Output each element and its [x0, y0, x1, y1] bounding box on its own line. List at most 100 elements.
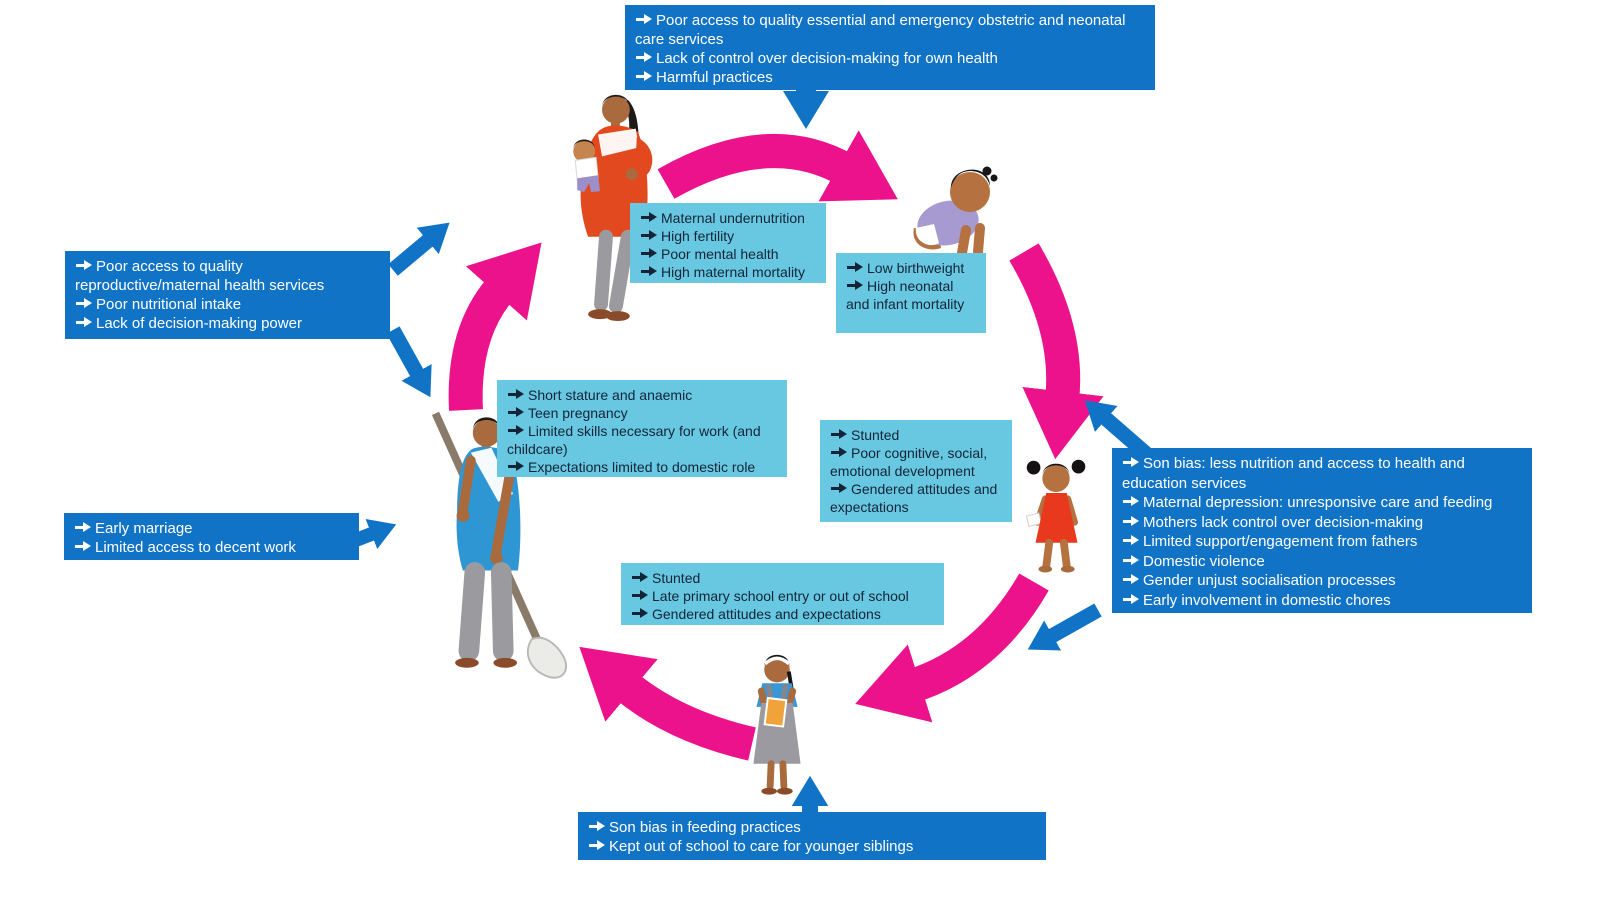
arrow-bullet-icon [507, 389, 524, 400]
bullet-text: Gendered attitudes and expectations [652, 606, 881, 622]
factor-arrow-left-up [388, 222, 450, 276]
bullet-text: Domestic violence [1143, 552, 1265, 570]
callout-childhood-environment: Son bias: less nutrition and access to h… [1112, 448, 1532, 613]
bullet-item: Son bias: less nutrition and access to h… [1122, 454, 1522, 493]
stage-adolescent-woman: Short stature and anaemic Teen pregnancy… [497, 380, 787, 477]
bullet-text: Poor access to quality reproductive/mate… [75, 258, 325, 294]
arrow-bullet-icon [507, 425, 524, 436]
cycle-arrow-infant-to-child [1009, 243, 1104, 460]
bullet-text: Son bias in feeding practices [609, 819, 801, 836]
arrow-bullet-icon [1122, 515, 1139, 527]
arrow-bullet-icon [640, 230, 657, 241]
cycle-arrow-adolescent-to-woman [448, 242, 542, 411]
arrow-bullet-icon [75, 298, 92, 309]
bullet-text: Late primary school entry or out of scho… [652, 588, 909, 604]
callout-marriage-work: Early marriage Limited access to decent … [64, 513, 359, 560]
factor-arrow-right-down [1027, 603, 1102, 651]
bullet-item: High maternal mortality [640, 263, 816, 281]
arrow-bullet-icon [830, 483, 847, 494]
bullet-item: Limited access to decent work [74, 538, 349, 557]
bullet-item: Expectations limited to domestic role [507, 458, 777, 476]
bullet-text: Stunted [851, 427, 900, 443]
crawling-baby-illustration [913, 166, 998, 258]
bullet-item: Gendered attitudes and expectations [830, 480, 1002, 516]
bullet-text: Low birthweight [867, 260, 965, 276]
bullet-item: Son bias in feeding practices [588, 818, 1036, 837]
arrow-bullet-icon [1122, 535, 1139, 546]
bullet-text: Son bias: less nutrition and access to h… [1122, 455, 1465, 492]
arrow-bullet-icon [846, 280, 863, 291]
bullet-item: Maternal depression: unresponsive care a… [1122, 493, 1522, 513]
bullet-text: High fertility [661, 228, 735, 244]
arrow-bullet-icon [1122, 496, 1139, 507]
stage-school-age-girl: Stunted Late primary school entry or out… [621, 563, 944, 625]
bullet-item: Limited support/engagement from fathers [1122, 532, 1522, 552]
factor-arrow-left-down [386, 326, 432, 398]
bullet-text: Harmful practices [656, 69, 773, 86]
arrow-bullet-icon [846, 262, 863, 273]
bullet-text: Kept out of school to care for younger s… [609, 838, 914, 855]
bullet-item: Lack of control over decision-making for… [635, 49, 1145, 68]
bullet-item: Poor access to quality reproductive/mate… [75, 257, 380, 295]
arrow-bullet-icon [1122, 574, 1139, 585]
bullet-item: Limited skills necessary for work (and c… [507, 422, 777, 458]
bullet-text: Early involvement in domestic chores [1143, 591, 1391, 609]
bullet-item: Poor access to quality essential and eme… [635, 11, 1145, 49]
bullet-text: Teen pregnancy [528, 405, 628, 421]
bullet-text: Lack of decision-making power [96, 315, 302, 332]
bullet-item: Poor nutritional intake [75, 295, 380, 314]
bullet-item: Kept out of school to care for younger s… [588, 837, 1036, 856]
arrow-bullet-icon [640, 212, 657, 223]
bullet-text: Stunted [652, 570, 701, 586]
cycle-arrow-schoolgirl-to-adolescent [579, 646, 756, 761]
arrow-bullet-icon [74, 522, 91, 533]
arrow-bullet-icon [75, 260, 92, 271]
bullet-item: Mothers lack control over decision-makin… [1122, 513, 1522, 533]
callout-maternal-care: Poor access to quality essential and eme… [625, 5, 1155, 90]
stage-young-child: Stunted Poor cognitive, social, emotiona… [820, 420, 1012, 522]
young-woman-with-mop-illustration [431, 411, 567, 679]
bullet-text: Maternal undernutrition [661, 210, 805, 226]
bullet-text: Early marriage [95, 520, 193, 537]
arrow-bullet-icon [1122, 593, 1139, 605]
cycle-arrow-woman-to-infant [657, 130, 898, 202]
bullet-item: Early marriage [74, 519, 349, 538]
arrow-bullet-icon [640, 266, 657, 277]
bullet-text: Limited skills necessary for work (and c… [507, 423, 761, 457]
bullet-text: Poor mental health [661, 246, 779, 262]
arrow-bullet-icon [635, 71, 652, 82]
bullet-text: Poor cognitive, social, emotional develo… [830, 445, 988, 479]
toddler-girl-illustration [1025, 459, 1086, 573]
bullet-text: Maternal depression: unresponsive care a… [1143, 494, 1493, 511]
arrow-bullet-icon [830, 447, 847, 458]
arrow-bullet-icon [1122, 457, 1139, 468]
factor-arrow-marriage-right [353, 519, 397, 550]
callout-reproductive-health: Poor access to quality reproductive/mate… [65, 251, 390, 339]
stage-pregnant-woman: Maternal undernutrition High fertility P… [630, 203, 826, 283]
cycle-arrow-child-to-schoolgirl [855, 573, 1049, 723]
bullet-text: Limited access to decent work [95, 539, 296, 556]
bullet-item: Domestic violence [1122, 552, 1522, 572]
bullet-text: High maternal mortality [661, 264, 805, 280]
arrow-bullet-icon [631, 608, 648, 619]
bullet-text: Lack of control over decision-making for… [656, 50, 998, 67]
bullet-item: Poor cognitive, social, emotional develo… [830, 444, 1002, 480]
bullet-item: Teen pregnancy [507, 404, 777, 422]
bullet-item: Gendered attitudes and expectations [631, 605, 934, 623]
bullet-item: Maternal undernutrition [640, 209, 816, 227]
arrow-bullet-icon [631, 590, 648, 601]
arrow-bullet-icon [74, 541, 91, 552]
stage-infant: Low birthweight High neonatal and infant… [836, 253, 986, 333]
callout-girlhood: Son bias in feeding practices Kept out o… [578, 812, 1046, 860]
bullet-text: Mothers lack control over decision-makin… [1143, 513, 1424, 531]
arrow-bullet-icon [631, 572, 648, 583]
arrow-bullet-icon [75, 317, 92, 328]
bullet-item: Lack of decision-making power [75, 314, 380, 333]
arrow-bullet-icon [588, 840, 605, 851]
bullet-text: Poor access to quality essential and eme… [635, 12, 1126, 48]
bullet-item: High neonatal and infant mortality [846, 277, 976, 313]
bullet-item: Late primary school entry or out of scho… [631, 587, 934, 605]
school-girl-with-book-illustration [753, 654, 801, 795]
bullet-item: Harmful practices [635, 68, 1145, 87]
